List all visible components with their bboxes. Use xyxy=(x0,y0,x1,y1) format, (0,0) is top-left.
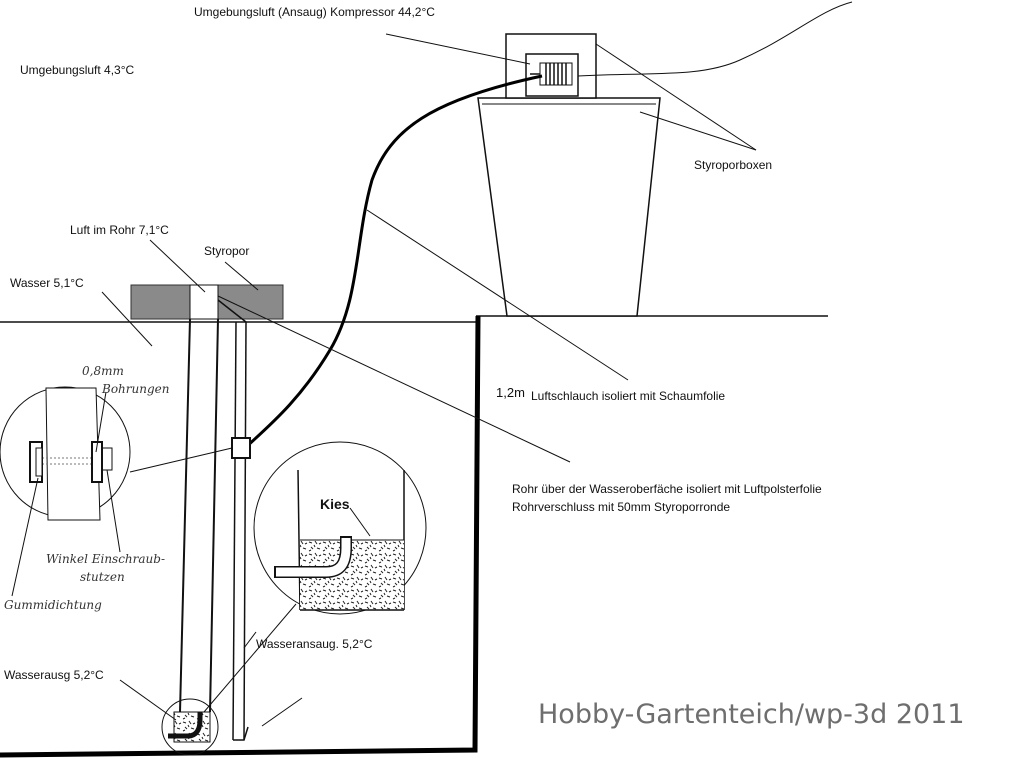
callout-water-outlet xyxy=(119,679,177,721)
compressor xyxy=(525,53,579,97)
main-pipe-right-wall xyxy=(209,318,219,713)
label-compressor-air: Umgebungsluft (Ansaug) Kompressor 44,2°C xyxy=(194,5,435,19)
label-rubber-seal: Gummidichtung xyxy=(4,598,102,612)
callout-styrofoam xyxy=(224,261,259,291)
intake-tube-bottom xyxy=(233,726,249,741)
intake-tube-right xyxy=(243,321,247,741)
hose-connector xyxy=(231,437,251,459)
power-cable xyxy=(577,1,853,77)
callout-compressor-air xyxy=(385,33,531,65)
callout-rubber-seal xyxy=(11,477,39,597)
rubber-seal-inner xyxy=(35,447,43,477)
fitting-pipe xyxy=(45,387,101,521)
callout-styrofoam-boxes-b xyxy=(639,111,757,151)
pond-wall xyxy=(0,315,481,758)
callout-angle-fitting xyxy=(106,469,121,553)
intake-tube-left xyxy=(232,321,237,741)
callout-bottom-right xyxy=(261,697,303,727)
callout-holes xyxy=(95,391,107,453)
label-gravel: Kies xyxy=(320,496,350,512)
callout-pipe-note xyxy=(217,295,571,463)
label-styrofoam-boxes: Styroporboxen xyxy=(694,158,773,172)
gravel-tube-left xyxy=(297,469,301,611)
label-holes-2: Bohrungen xyxy=(102,382,170,396)
label-air-in-pipe: Luft im Rohr 7,1°C xyxy=(70,223,169,237)
label-water-intake: Wasseransaug. 5,2°C xyxy=(256,637,373,651)
rubber-seal-right xyxy=(91,441,103,483)
intake-top-link xyxy=(217,299,247,323)
label-angle-fitting-1: Winkel Einschraub- xyxy=(46,552,166,566)
callout-water-intake xyxy=(243,631,257,649)
label-water: Wasser 5,1°C xyxy=(10,276,84,290)
label-pipe-note-1: Rohr über der Wasseroberfäche isoliert m… xyxy=(512,482,822,496)
styrofoam-box-lower xyxy=(477,97,661,317)
main-pipe-left-wall xyxy=(179,318,191,713)
callout-air-hose xyxy=(366,209,629,381)
air-hose xyxy=(243,74,543,450)
gravel-elbow-inner xyxy=(276,538,351,577)
bottom-detail-circle xyxy=(161,698,219,756)
compressor-pump-icon xyxy=(530,62,573,86)
label-ambient-air: Umgebungsluft 4,3°C xyxy=(20,63,135,77)
label-depth: 1,2m xyxy=(496,385,525,400)
callout-air-in-pipe xyxy=(149,239,206,293)
callout-water xyxy=(101,291,153,347)
bottom-elbow xyxy=(168,712,203,739)
callout-gravel-to-bottom xyxy=(203,603,297,713)
pipe-top xyxy=(189,284,219,320)
watermark: Hobby-Gartenteich/wp-3d 2011 xyxy=(538,699,965,730)
label-styrofoam: Styropor xyxy=(204,244,250,258)
callout-gravel xyxy=(349,507,371,537)
callout-fitting-to-connector xyxy=(129,447,233,473)
label-holes-1: 0,8mm xyxy=(82,364,124,378)
callout-styrofoam-boxes-a xyxy=(595,43,757,151)
label-water-outlet: Wasserausg 5,2°C xyxy=(4,668,104,682)
label-pipe-note-2: Rohrverschluss mit 50mm Styroporronde xyxy=(512,500,731,514)
label-angle-fitting-2: stutzen xyxy=(80,570,125,584)
label-air-hose: Luftschlauch isoliert mit Schaumfolie xyxy=(531,389,726,403)
